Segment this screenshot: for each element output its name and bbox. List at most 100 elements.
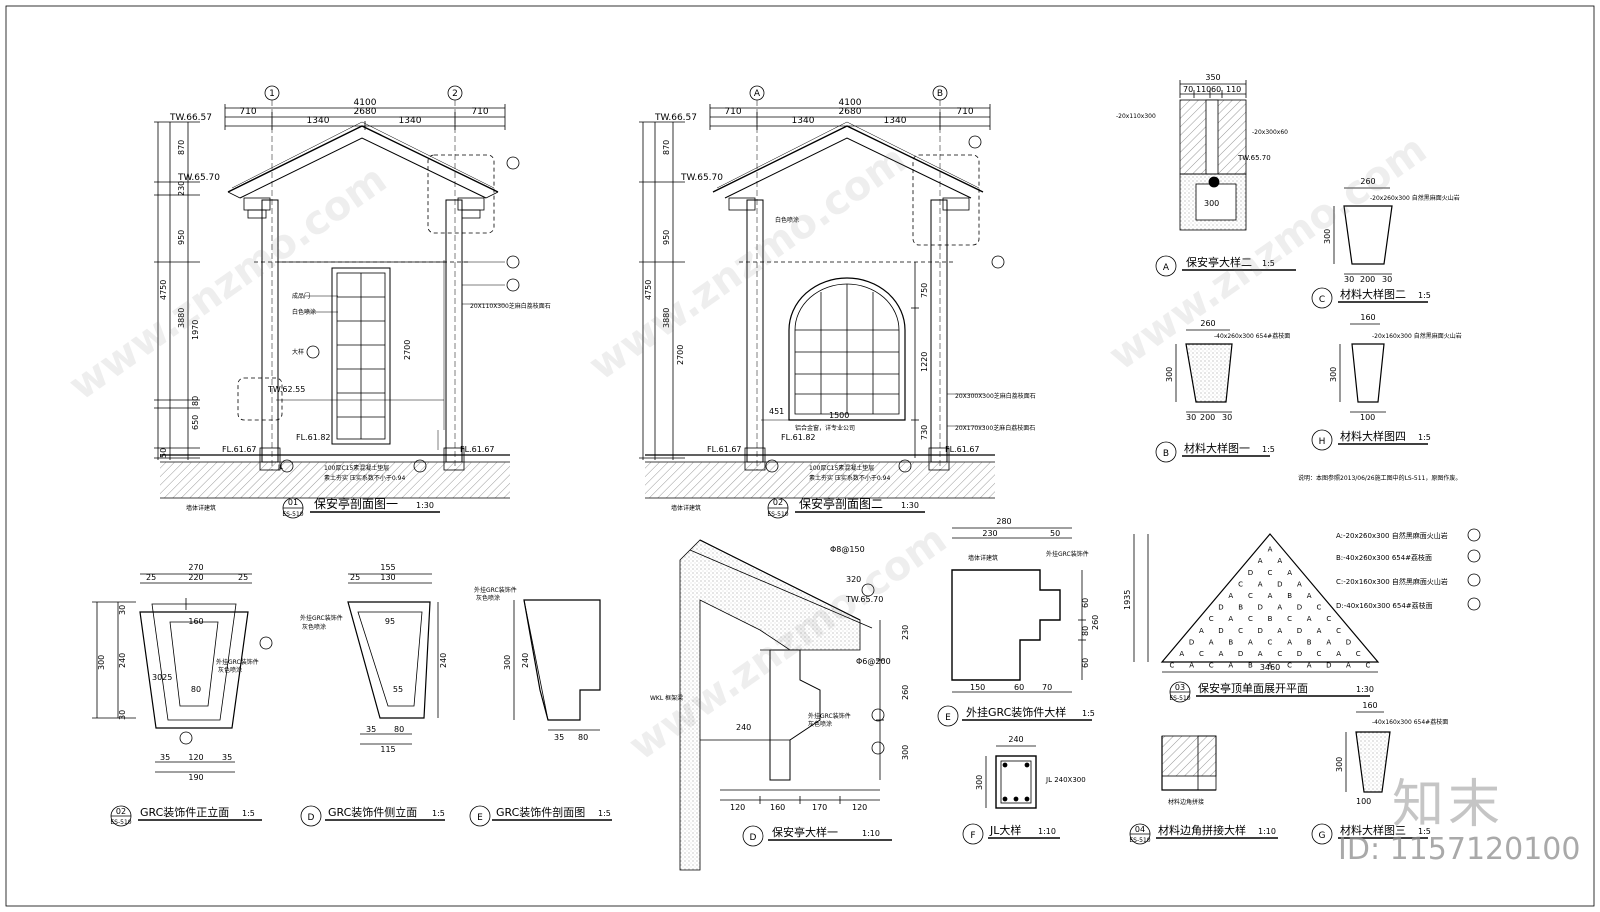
pyramid-tile-label: A: [1199, 627, 1204, 635]
grc-front-dim-220: 220: [188, 573, 203, 582]
section-1-drawing: [154, 85, 520, 519]
section-2-num: 02: [773, 498, 783, 507]
pyramid-tile-label: A: [1228, 592, 1233, 600]
pyramid-tile-label: A: [1277, 627, 1282, 635]
material-g-labels: 160 -40x160x300 654#荔枝面 300 100 G 材料大样图三…: [1319, 701, 1449, 841]
detail-d-note-wkl: WKL 框架梁: [650, 694, 683, 702]
pyramid-tile-label: A: [1326, 638, 1331, 646]
grc-side-dim-95: 95: [385, 617, 395, 626]
grc-front-dim-300: 300: [97, 655, 106, 670]
detail-d-dim-350: 300: [901, 745, 910, 760]
material-c-drawing: [1311, 187, 1428, 309]
elev-tw1-2: TW.66.57: [654, 113, 697, 123]
grc-front-scale: 1:5: [242, 809, 255, 818]
detail-e-dim-150: 150: [970, 683, 985, 692]
mat-c-dim-260: 260: [1360, 177, 1375, 186]
pyramid-tile-label: A: [1307, 592, 1312, 600]
note-stone-170: 20X170x300芝麻白荔枝面石: [955, 424, 1035, 432]
grc-side-dim-55: 55: [393, 685, 403, 694]
detail-d-note-grc: 外挂GRC装饰件: [808, 712, 851, 720]
grc-front-dim-160: 160: [188, 617, 203, 626]
section-2-labels: A B 4100 710 2680 710 1340 1340 TW.66.57…: [644, 89, 1036, 518]
section-2-drawing: [639, 85, 1005, 519]
detail-a-dim-60: 60: [1211, 85, 1221, 94]
pyramid-tile-label: C: [1170, 662, 1175, 670]
detail-f-scale: 1:10: [1038, 827, 1056, 836]
mat-g-dim-100: 100: [1356, 797, 1371, 806]
grc-front-title: GRC装饰件正立面: [140, 805, 229, 819]
detail-e-dim-60c: 60: [1081, 658, 1090, 668]
pyramid-tile-label: C: [1209, 615, 1214, 623]
elev-tw2-2: TW.65.70: [680, 173, 723, 183]
detail-d-dim-170: 170: [812, 803, 827, 812]
mat-h-dim-300: 300: [1329, 367, 1338, 382]
pyramid-tile-label: B: [1268, 615, 1273, 623]
dim-v-950: 950: [177, 230, 186, 245]
detail-e-dim-50: 50: [1050, 529, 1060, 538]
mat-h-title: 材料大样图四: [1340, 429, 1406, 443]
grc-side-dim-115: 115: [380, 745, 395, 754]
material-h-drawing: [1311, 323, 1428, 451]
mat-b-dim-200: 200: [1200, 413, 1215, 422]
grc-front-note-color: 灰色喷涂: [218, 666, 242, 674]
dim-side-left-2: 710: [724, 107, 741, 117]
note-door: 成品门: [292, 292, 310, 300]
dim-v-750: 750: [920, 283, 929, 298]
note-white-2: 白色喷涂: [775, 216, 799, 224]
mat-c-note: -20x260x300 自然黑麻面火山岩: [1370, 194, 1460, 202]
pyramid-tile-label: C: [1277, 650, 1282, 658]
dim-half-left: 1340: [307, 116, 330, 126]
grc-side-dim-80: 80: [394, 725, 404, 734]
pyramid-dim-1935: 1935: [1123, 590, 1132, 610]
elev-fl2-2: FL.61.82: [781, 433, 816, 442]
pyramid-tile-label: D: [1218, 604, 1223, 612]
mat-b-dim-260: 260: [1200, 319, 1215, 328]
pyramid-tile-label: A: [1258, 557, 1263, 565]
grc-front-dim-80: 80: [191, 685, 201, 694]
dim-w-451: 451: [769, 407, 784, 416]
section-1-title: 保安亭剖面图一: [314, 496, 398, 511]
pyramid-tile-label: D: [1326, 662, 1331, 670]
note-stone-110: 20X110X300芝麻白荔枝面石: [470, 302, 551, 310]
detail-e-dim-60b: 60: [1081, 598, 1090, 608]
dim-total-2: 4100: [839, 98, 862, 108]
pyramid-tile-label: D: [1297, 604, 1302, 612]
grc-side-dim-240: 240: [439, 653, 448, 668]
detail-e-note-grc: 外挂GRC装饰件: [1046, 550, 1089, 558]
dim-side-left: 710: [239, 107, 256, 117]
dim-inner-2: 2680: [839, 107, 862, 117]
mat-b-title: 材料大样图一: [1184, 441, 1250, 455]
elev-fl1-2: FL.61.67: [707, 445, 742, 454]
mat-g-dim-160: 160: [1362, 701, 1377, 710]
detail-d-scale: 1:10: [862, 829, 880, 838]
mat-h-dim-160: 160: [1360, 313, 1375, 322]
pyramid-tile-label: A: [1268, 546, 1273, 554]
grc-side-num: D: [308, 813, 315, 823]
pyramid-tile-label: B: [1238, 604, 1243, 612]
pyramid-tile-label: C: [1287, 662, 1292, 670]
pyramid-tile-label: C: [1356, 650, 1361, 658]
dim-v-870-2: 870: [662, 140, 671, 155]
pyramid-tile-label: D: [1218, 627, 1223, 635]
detail-a-num: A: [1163, 263, 1170, 273]
mat-g-dim-300: 300: [1335, 757, 1344, 772]
grc-front-dim-190: 190: [188, 773, 203, 782]
detail-d-dim-260: 260: [901, 685, 910, 700]
mat-c-dim-30: 30: [1344, 275, 1354, 284]
pyramid-tile-label: A: [1287, 638, 1292, 646]
grc-front-ref: ES-510: [110, 819, 131, 826]
pyramid-tile-label: D: [1258, 604, 1263, 612]
pyramid-tile-label: A: [1307, 615, 1312, 623]
watermark-logo: 知末: [1392, 775, 1505, 835]
pyramid-tile-label: C: [1238, 580, 1243, 588]
grc-front-dim-30a: 30: [118, 605, 127, 615]
pyramid-tile-label: A: [1336, 650, 1341, 658]
elev-tw2: TW.65.70: [177, 173, 220, 183]
dim-v-2700: 2700: [403, 340, 412, 360]
detail-corner-title: 材料边角拼接大样: [1158, 823, 1246, 837]
dim-half-right: 1340: [399, 116, 422, 126]
detail-d-dim-120b: 120: [852, 803, 867, 812]
grc-sec-dim-80: 80: [578, 733, 588, 742]
detail-e-scale: 1:5: [1082, 709, 1095, 718]
pyramid-tile-label: A: [1268, 662, 1273, 670]
